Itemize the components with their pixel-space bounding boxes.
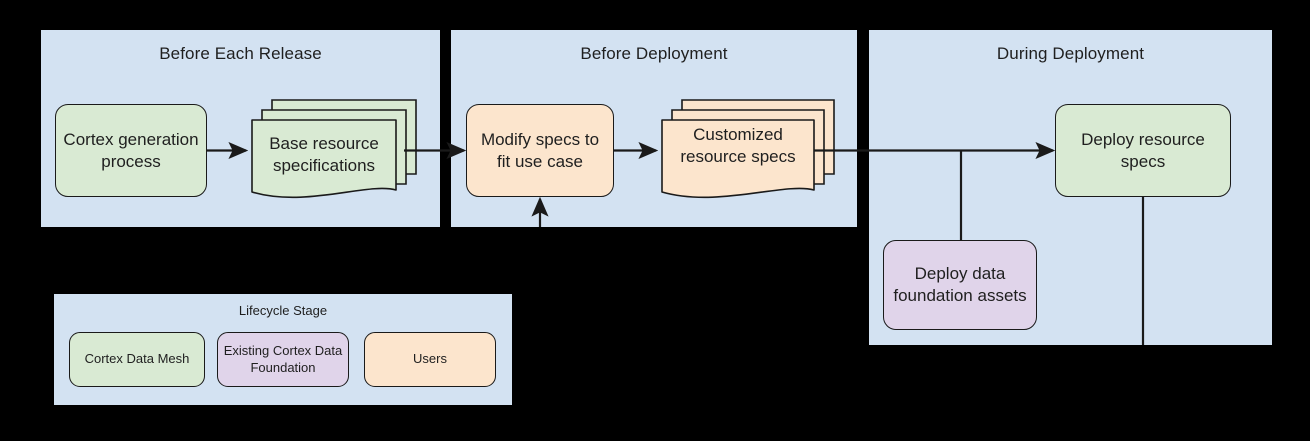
node-label-deploy-resource-specs: Deploy resource specs bbox=[1081, 129, 1205, 171]
legend-item-existing-cortex-data-foundation[interactable]: Existing Cortex Data Foundation bbox=[217, 332, 349, 387]
node-label-modify-specs: Modify specs to fit use case bbox=[480, 129, 600, 171]
legend-item-label-existing-cortex-data-foundation: Existing Cortex Data Foundation bbox=[223, 342, 343, 375]
node-base-resource-specifications[interactable]: Base resource specifications bbox=[248, 88, 440, 206]
node-customized-resource-specs[interactable]: Customized resource specs bbox=[658, 88, 850, 206]
node-deploy-data-foundation-assets[interactable]: Deploy data foundation assets bbox=[883, 240, 1037, 330]
legend-item-label-users: Users bbox=[413, 351, 447, 367]
legend-item-label-cortex-data-mesh: Cortex Data Mesh bbox=[84, 351, 190, 367]
panel-title-before-deployment: Before Deployment bbox=[580, 44, 728, 63]
panel-title-during-deployment: During Deployment bbox=[996, 44, 1145, 63]
node-label-deploy-data-foundation-assets: Deploy data foundation assets bbox=[893, 264, 1027, 305]
legend-title: Lifecycle Stage bbox=[238, 303, 328, 318]
node-label-cortex-generation-process: Cortex generation process bbox=[63, 129, 199, 171]
panel-title-before-each-release: Before Each Release bbox=[159, 44, 322, 63]
node-deploy-resource-specs[interactable]: Deploy resource specs bbox=[1055, 104, 1231, 197]
legend-item-users[interactable]: Users bbox=[364, 332, 496, 387]
legend-item-cortex-data-mesh[interactable]: Cortex Data Mesh bbox=[69, 332, 205, 387]
node-cortex-generation-process[interactable]: Cortex generation process bbox=[55, 104, 207, 197]
node-modify-specs-to-fit-use-case[interactable]: Modify specs to fit use case bbox=[466, 104, 614, 197]
